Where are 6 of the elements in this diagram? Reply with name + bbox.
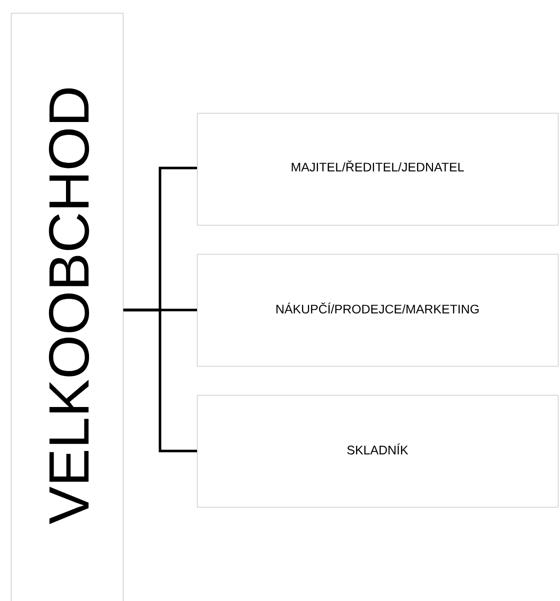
role-box: SKLADNÍK bbox=[197, 395, 558, 508]
connector-line bbox=[123, 308, 197, 452]
role-box: NÁKUPČÍ/PRODEJCE/MARKETING bbox=[197, 254, 558, 366]
vertical-title: VELKOOBCHOD bbox=[48, 88, 90, 524]
role-box: MAJITEL/ŘEDITEL/JEDNATEL bbox=[197, 113, 558, 226]
title-box bbox=[11, 13, 124, 601]
